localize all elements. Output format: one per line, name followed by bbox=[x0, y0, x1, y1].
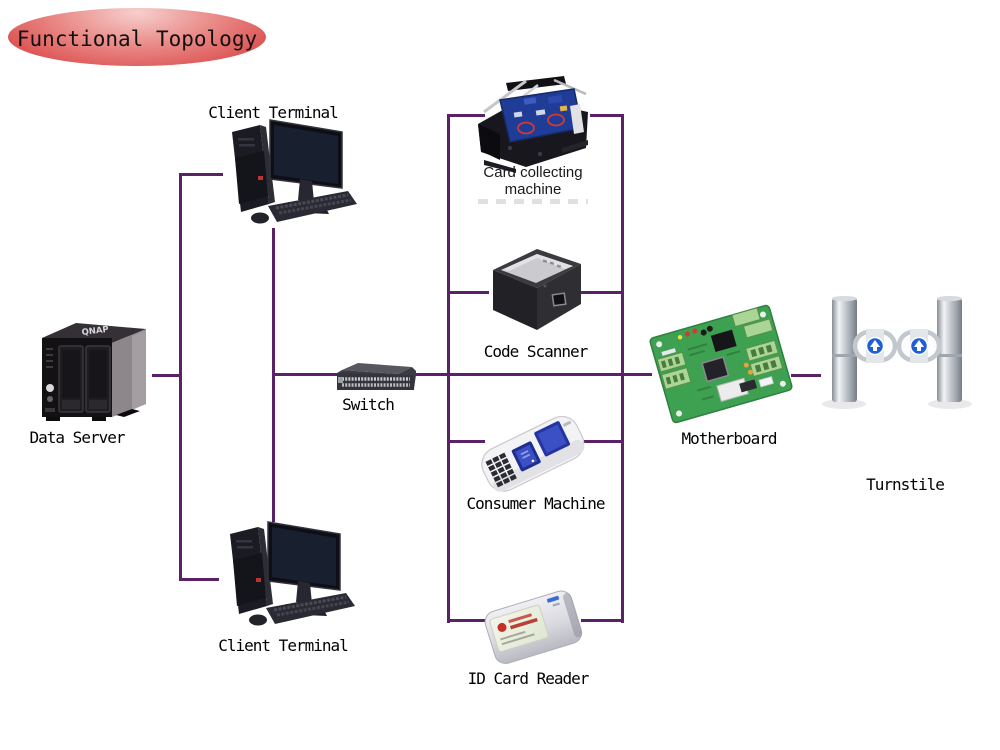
node-switch bbox=[334, 360, 418, 400]
data-server-icon: QNAP bbox=[42, 323, 146, 421]
connector-mid-left-bus bbox=[447, 114, 450, 623]
connector-consumer-left bbox=[447, 440, 485, 443]
id-card-reader-icon bbox=[484, 590, 583, 664]
client-terminal-icon bbox=[232, 119, 357, 224]
card-collecting-machine-label-line1: Card collecting bbox=[483, 164, 583, 181]
code-scanner-icon bbox=[493, 249, 581, 330]
cropped-text-remnant bbox=[478, 199, 588, 204]
node-id-card-reader bbox=[478, 582, 590, 674]
node-client-terminal-top bbox=[208, 118, 360, 236]
svg-text:QNAP: QNAP bbox=[81, 325, 109, 338]
node-turnstile bbox=[816, 292, 978, 432]
connector-id-reader-right bbox=[581, 619, 624, 622]
diagram-title: Functional Topology bbox=[16, 27, 258, 51]
connector-mid-right-bus bbox=[621, 114, 624, 623]
title-ellipse: Functional Topology bbox=[8, 8, 266, 66]
code-scanner-label: Code Scanner bbox=[483, 342, 589, 361]
node-motherboard bbox=[641, 296, 801, 436]
card-collecting-machine-label: Card collecting machine bbox=[458, 164, 608, 198]
consumer-machine-label: Consumer Machine bbox=[466, 494, 605, 513]
connector-card-machine-left bbox=[447, 114, 485, 117]
switch-icon bbox=[337, 363, 416, 390]
card-collecting-machine-label-line2: machine bbox=[504, 181, 562, 198]
connector-consumer-right bbox=[580, 440, 624, 443]
client-terminal-icon bbox=[230, 521, 355, 626]
connector-bus-to-top-client bbox=[179, 173, 223, 176]
node-card-collecting-machine bbox=[466, 74, 598, 178]
connector-id-reader-left bbox=[447, 619, 487, 622]
connector-bus-to-bottom-client bbox=[179, 578, 219, 581]
switch-label: Switch bbox=[342, 395, 395, 414]
turnstile-label: Turnstile bbox=[866, 475, 945, 494]
card-collecting-machine-icon bbox=[478, 76, 588, 173]
data-server-label: Data Server bbox=[29, 428, 126, 447]
connector-code-scanner-right bbox=[581, 291, 624, 294]
connector-switch-to-motherboard bbox=[410, 373, 652, 376]
node-data-server: QNAP bbox=[32, 316, 158, 428]
connector-code-scanner-left bbox=[447, 291, 489, 294]
node-code-scanner bbox=[477, 242, 591, 338]
client-terminal-top-label: Client Terminal bbox=[208, 103, 339, 122]
connector-clients-to-switch bbox=[272, 373, 340, 376]
motherboard-icon bbox=[649, 304, 793, 424]
connector-left-bus bbox=[179, 173, 182, 581]
connector-card-machine-right bbox=[590, 114, 624, 117]
consumer-machine-icon bbox=[481, 415, 585, 492]
connector-server-to-bus bbox=[152, 374, 182, 377]
node-consumer-machine bbox=[474, 404, 592, 504]
client-terminal-bottom-label: Client Terminal bbox=[218, 636, 349, 655]
motherboard-label: Motherboard bbox=[681, 429, 778, 448]
node-client-terminal-bottom bbox=[206, 520, 358, 638]
id-card-reader-label: ID Card Reader bbox=[467, 669, 590, 688]
connector-motherboard-to-turnstile bbox=[791, 374, 821, 377]
turnstile-icon bbox=[822, 295, 972, 409]
